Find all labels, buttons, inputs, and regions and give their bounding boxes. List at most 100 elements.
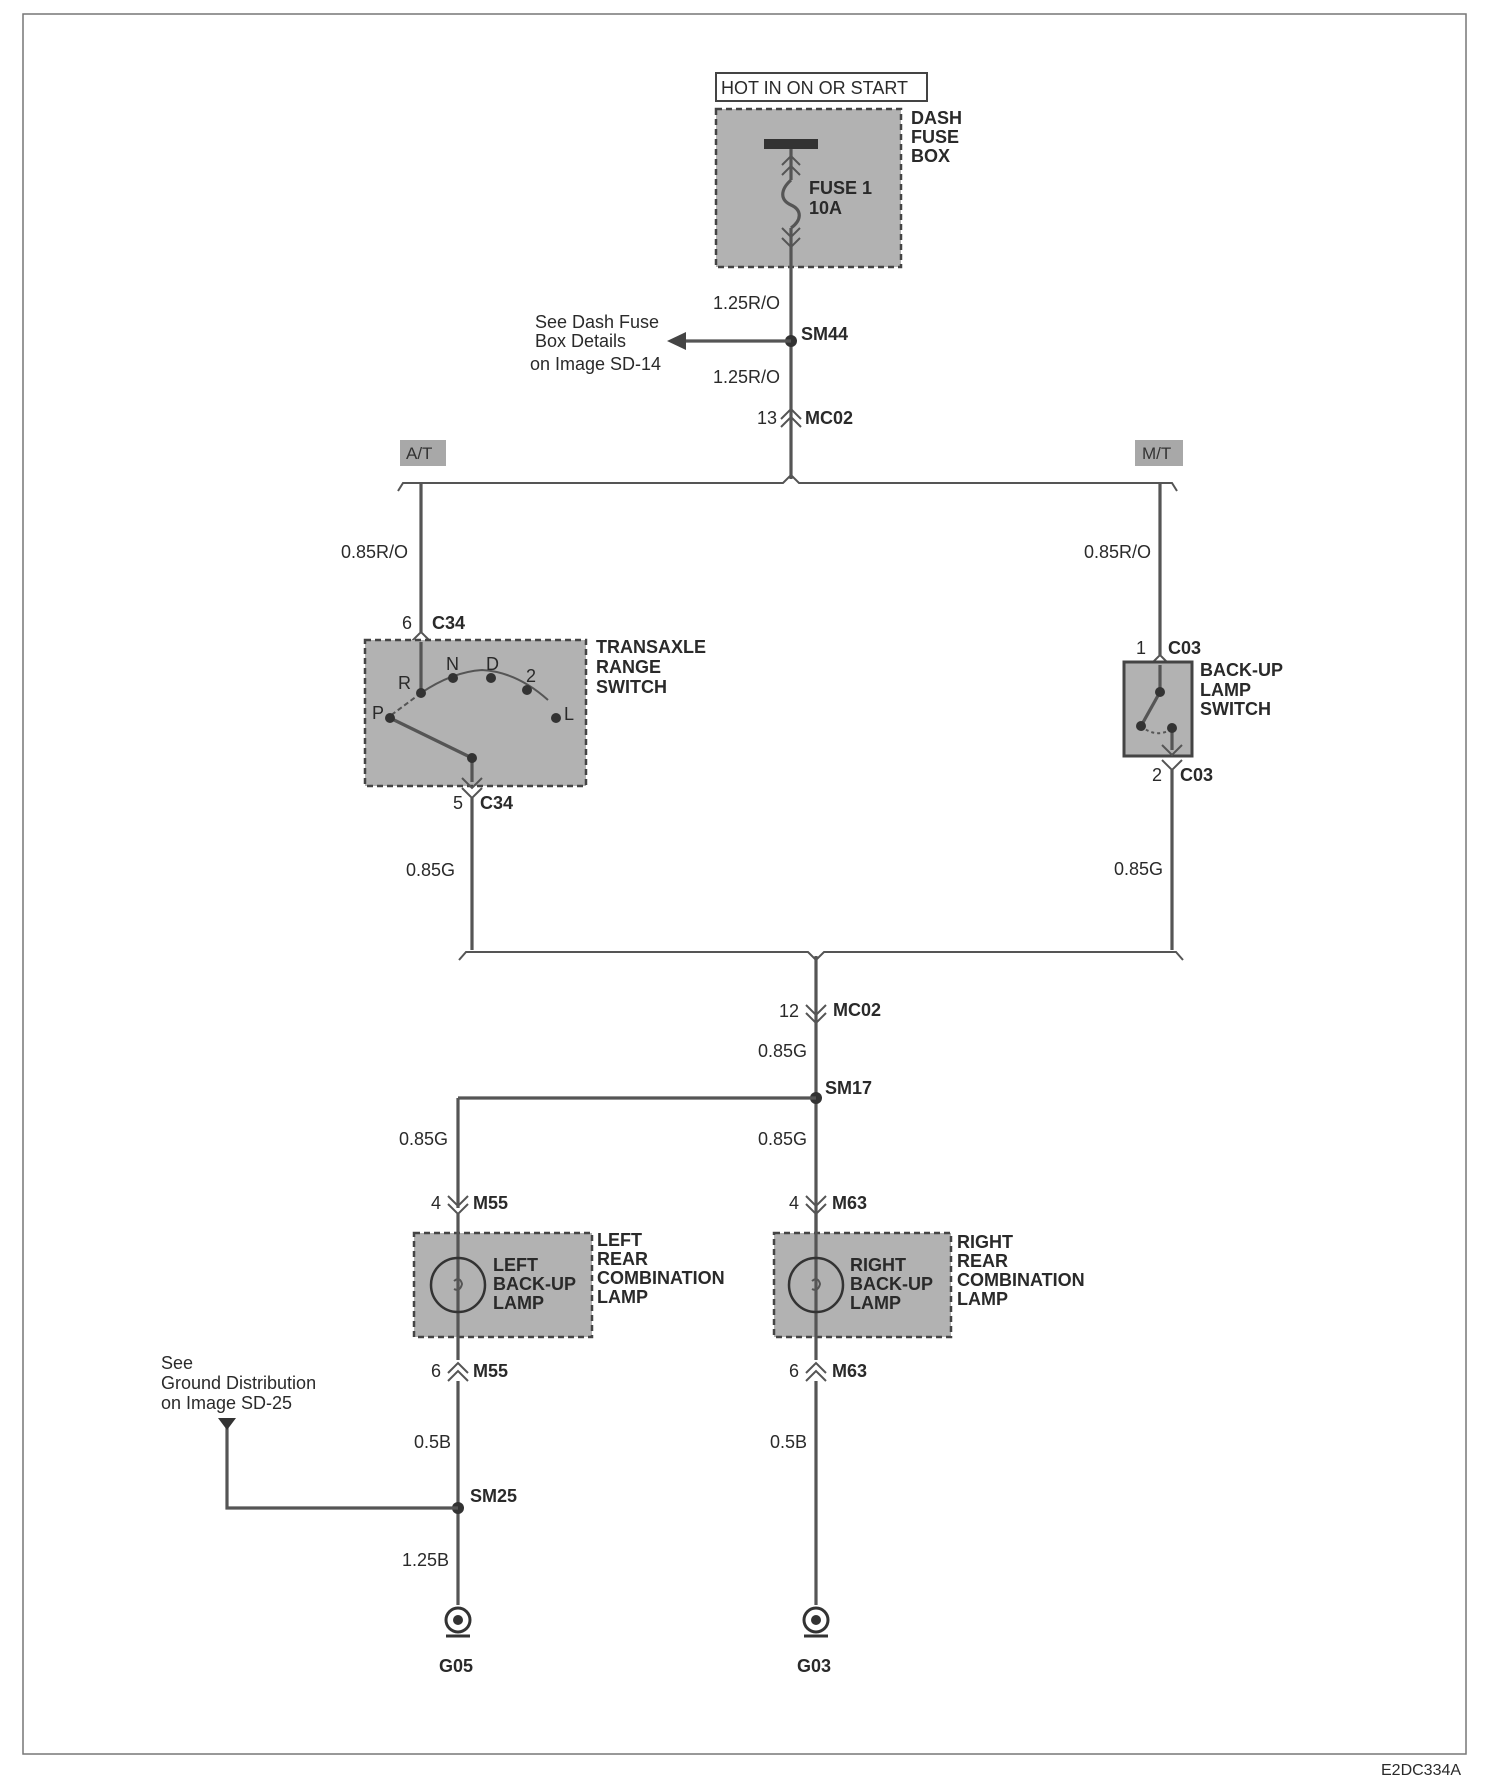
m55-top-name: M55 [473, 1193, 508, 1213]
wire-label-left-gnd: 0.5B [414, 1432, 451, 1452]
pos-d: D [486, 654, 499, 674]
wire-label-sm25-gnd: 1.25B [402, 1550, 449, 1570]
tr-switch-name-1: TRANSAXLE [596, 637, 706, 657]
fuse-rating: 10A [809, 198, 842, 218]
bu-switch-name-2: LAMP [1200, 680, 1251, 700]
bus-bar [764, 139, 818, 149]
mc02-top-connector-icon [780, 407, 802, 428]
hot-label-text: HOT IN ON OR START [721, 78, 908, 98]
wire-label-right-gnd: 0.5B [770, 1432, 807, 1452]
c34-top-connector-icon [410, 630, 432, 643]
fuse-ref-line-1: See Dash Fuse [535, 312, 659, 332]
fuse-icon [781, 178, 801, 230]
fuse-box-line-2: FUSE [911, 127, 959, 147]
wire-label-mc02-out: 0.85G [758, 1041, 807, 1061]
backup-lamp-switch [1122, 660, 1194, 758]
wire-label-at-in: 0.85R/O [341, 542, 408, 562]
mt-tag [1135, 440, 1183, 466]
right-lamp-outer-2: REAR [957, 1251, 1008, 1271]
at-tag [400, 440, 446, 466]
wire-label-at-out: 0.85G [406, 860, 455, 880]
c34-bot-connector-icon [461, 787, 483, 800]
bu-switch-name-3: SWITCH [1200, 699, 1271, 719]
left-lamp-outer-1: LEFT [597, 1230, 642, 1250]
mc02-bot-pin: 12 [779, 1001, 799, 1021]
tr-switch-name-3: SWITCH [596, 677, 667, 697]
wire-label-w1: 1.25R/O [713, 293, 780, 313]
c34-bot-name: C34 [480, 793, 513, 813]
right-rear-combination-lamp: RIGHT BACK-UP LAMP [772, 1214, 953, 1360]
ground-ref-arrow-icon [218, 1418, 236, 1430]
right-lamp-inner-1: RIGHT [850, 1255, 906, 1275]
left-bulb-icon [429, 1256, 487, 1314]
splice-sm44-label: SM44 [801, 324, 848, 344]
left-lamp-inner-2: BACK-UP [493, 1274, 576, 1294]
pos-l: L [564, 704, 574, 724]
dash-fuse-box: DASH FUSE BOX FUSE 1 10A [714, 107, 962, 269]
c34-top-name: C34 [432, 613, 465, 633]
fuse-box-line-3: BOX [911, 146, 950, 166]
option-join-bar [458, 951, 1184, 962]
m63-top-name: M63 [832, 1193, 867, 1213]
at-tag-text: A/T [406, 444, 432, 463]
left-lamp-outer-3: COMBINATION [597, 1268, 725, 1288]
c03-top-name: C03 [1168, 638, 1201, 658]
ground-g05-icon [444, 1606, 472, 1638]
page-border [22, 13, 1467, 1755]
mc02-top-pin: 13 [757, 408, 777, 428]
fuse-ref-arrow-icon [667, 332, 686, 350]
bu-switch-name-1: BACK-UP [1200, 660, 1283, 680]
m55-top-pin: 4 [431, 1193, 441, 1213]
hot-label: HOT IN ON OR START [715, 72, 928, 102]
c03-top-pin: 1 [1136, 638, 1146, 658]
right-bulb-icon [787, 1256, 845, 1314]
ground-ref-wire [225, 1425, 458, 1510]
ground-ref-line-1: See [161, 1353, 193, 1373]
splice-sm17-label: SM17 [825, 1078, 872, 1098]
left-lamp-outer-4: LAMP [597, 1287, 648, 1307]
mc02-top-name: MC02 [805, 408, 853, 428]
c03-bot-name: C03 [1180, 765, 1213, 785]
pos-n: N [446, 654, 459, 674]
wire-label-w2: 1.25R/O [713, 367, 780, 387]
right-lamp-inner-3: LAMP [850, 1293, 901, 1313]
left-lamp-inner-1: LEFT [493, 1255, 538, 1275]
tr-switch-name-2: RANGE [596, 657, 661, 677]
left-lamp-inner-3: LAMP [493, 1293, 544, 1313]
transaxle-range-switch: P R N D 2 L [363, 638, 588, 790]
pos-r: R [398, 673, 411, 693]
ground-g05-label: G05 [439, 1656, 473, 1676]
wire-label-mt-in: 0.85R/O [1084, 542, 1151, 562]
splice-sm25-label: SM25 [470, 1486, 517, 1506]
mc02-bot-connector-icon [805, 1004, 827, 1025]
c34-switch-out-icon [461, 777, 483, 790]
ground-ref-line-2: Ground Distribution [161, 1373, 316, 1393]
option-split-bar [397, 473, 1178, 492]
c34-bot-pin: 5 [453, 793, 463, 813]
right-lamp-inner-2: BACK-UP [850, 1274, 933, 1294]
fuse-box-line-1: DASH [911, 108, 962, 128]
fuse-ref-line-2: Box Details [535, 331, 626, 351]
wire-label-right-feed: 0.85G [758, 1129, 807, 1149]
left-rear-combination-lamp: LEFT BACK-UP LAMP [412, 1214, 594, 1360]
left-lamp-outer-2: REAR [597, 1249, 648, 1269]
ground-g03-icon [802, 1606, 830, 1638]
c03-bot-connector-icon [1161, 759, 1183, 772]
pos-p: P [372, 703, 384, 723]
wire-label-left-feed: 0.85G [399, 1129, 448, 1149]
m55-bot-connector-icon [447, 1361, 469, 1382]
m55-bot-name: M55 [473, 1361, 508, 1381]
right-lamp-outer-3: COMBINATION [957, 1270, 1085, 1290]
mt-tag-text: M/T [1142, 444, 1171, 463]
c03-switch-out-icon [1161, 744, 1183, 757]
ground-g03-label: G03 [797, 1656, 831, 1676]
m63-bot-pin: 6 [789, 1361, 799, 1381]
mc02-bot-name: MC02 [833, 1000, 881, 1020]
right-lamp-outer-4: LAMP [957, 1289, 1008, 1309]
c03-bot-pin: 2 [1152, 765, 1162, 785]
wire-label-mt-out: 0.85G [1114, 859, 1163, 879]
fuse-name: FUSE 1 [809, 178, 872, 198]
m63-bot-connector-icon [805, 1361, 827, 1382]
m55-bot-pin: 6 [431, 1361, 441, 1381]
